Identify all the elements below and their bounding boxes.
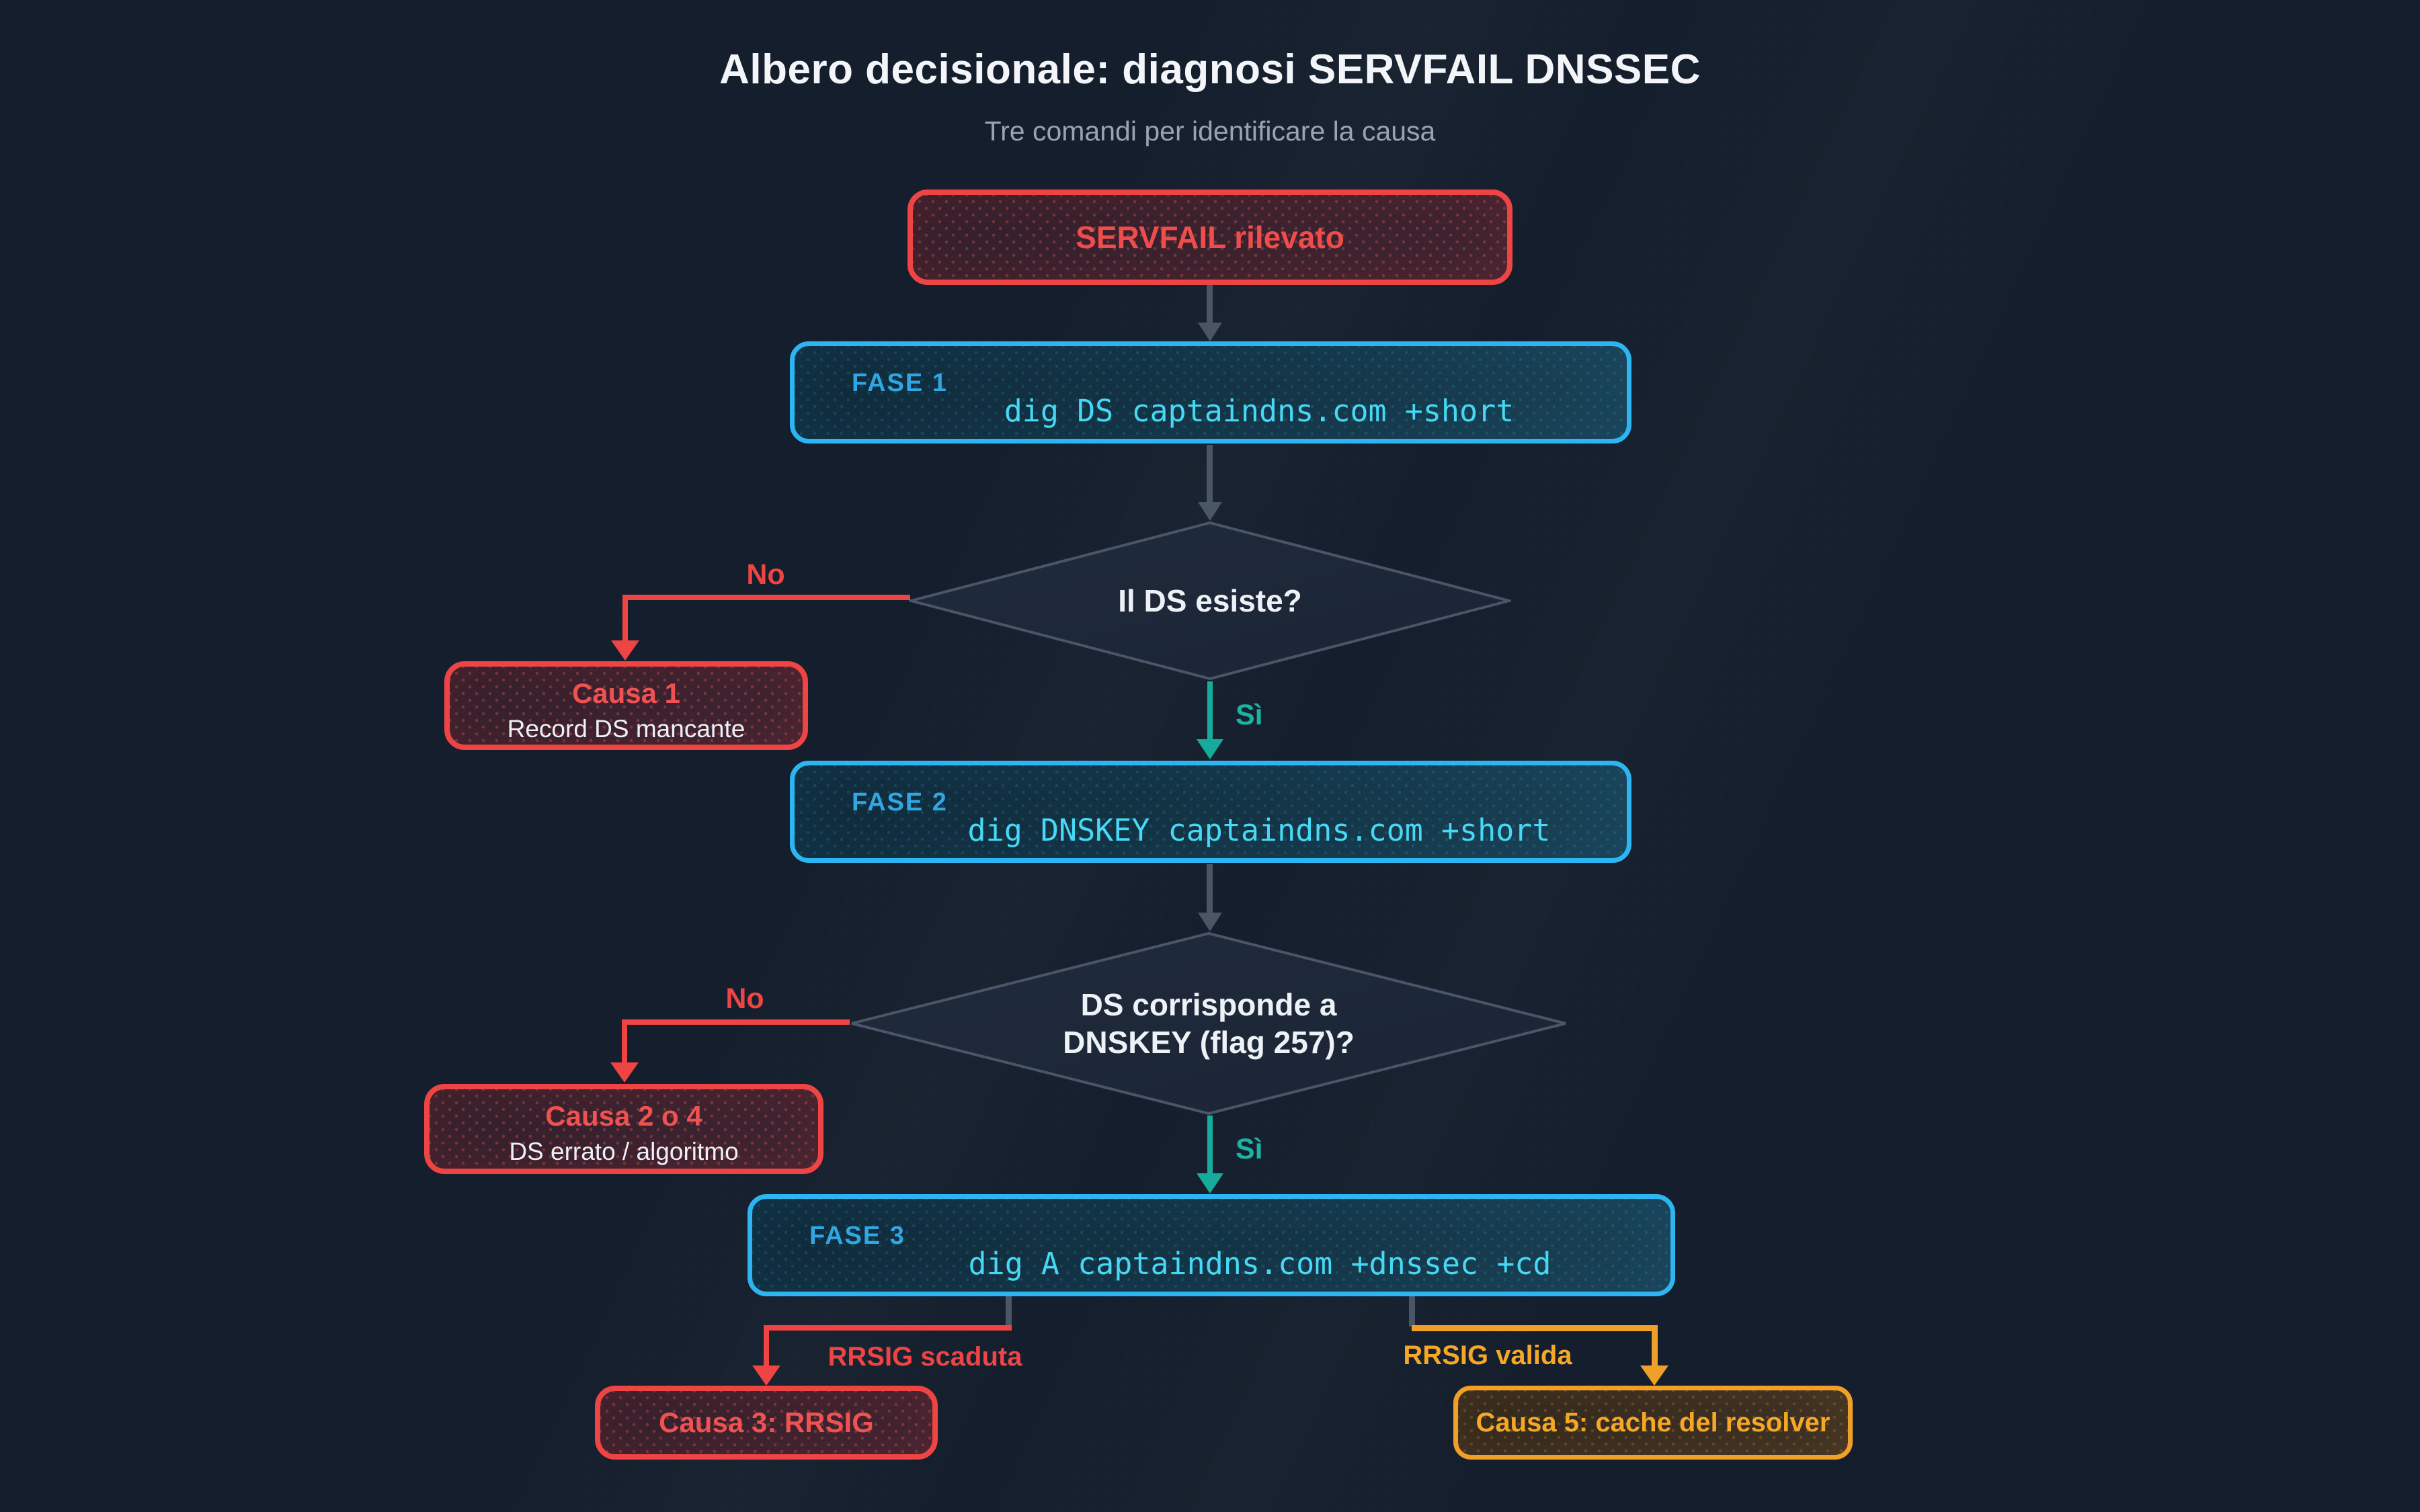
fase3-command: dig A captaindns.com +dnssec +cd [968, 1246, 1551, 1282]
arrowhead-no2 [610, 1062, 639, 1083]
node-causa2: Causa 2 o 4 DS errato / algoritmo [424, 1084, 823, 1174]
edge-label-rrsig-scaduta: RRSIG scaduta [828, 1342, 1022, 1372]
connector-fase3-left-stub [1006, 1296, 1012, 1327]
causa1-title: Causa 1 [571, 677, 681, 709]
fase3-label: FASE 3 [809, 1222, 905, 1250]
causa1-subtitle: Record DS mancante [507, 715, 745, 743]
decision2-line1: DS corrisponde a [1080, 987, 1337, 1022]
edge-rrsig-valida-hline [1412, 1325, 1658, 1331]
decision2-line2: DNSKEY (flag 257)? [1063, 1025, 1355, 1060]
fase2-command: dig DNSKEY captaindns.com +short [967, 812, 1551, 848]
edge-rrsig-scaduta-hline [764, 1325, 1012, 1331]
arrowhead-rrsig-scaduta [752, 1366, 780, 1386]
arrowhead-fase2-decision2 [1198, 913, 1222, 931]
page-subtitle: Tre comandi per identificare la causa [984, 116, 1436, 146]
node-causa5: Causa 5: cache del resolver [1453, 1386, 1853, 1460]
connector-start-fase1 [1207, 285, 1213, 324]
arrowhead-si1 [1197, 739, 1223, 759]
edge-no1-hline [625, 595, 910, 600]
decision1-question: Il DS esiste? [1118, 583, 1302, 618]
edge-no2-hline [624, 1019, 850, 1025]
causa5-title: Causa 5: cache del resolver [1476, 1407, 1830, 1437]
node-causa3: Causa 3: RRSIG [595, 1386, 938, 1460]
edge-no1-vline [622, 595, 628, 642]
edge-label-si2: Sì [1236, 1133, 1263, 1165]
arrowhead-no1 [611, 640, 639, 661]
node-causa1: Causa 1 Record DS mancante [444, 661, 808, 750]
decision-diamond-shape [851, 931, 1566, 1116]
page-title: Albero decisionale: diagnosi SERVFAIL DN… [719, 46, 1701, 93]
arrowhead-si2 [1197, 1173, 1223, 1193]
node-fase1: FASE 1 dig DS captaindns.com +short [790, 341, 1631, 444]
edge-label-si1: Sì [1236, 699, 1263, 731]
fase1-label: FASE 1 [852, 369, 948, 397]
connector-fase1-decision1 [1207, 445, 1213, 502]
arrowhead-rrsig-valida [1640, 1366, 1668, 1386]
node-fase3: FASE 3 dig A captaindns.com +dnssec +cd [748, 1194, 1675, 1296]
edge-label-rrsig-valida: RRSIG valida [1403, 1341, 1572, 1370]
connector-fase3-right-stub [1409, 1296, 1415, 1327]
edge-label-no2: No [725, 982, 764, 1015]
edge-si2-line [1207, 1116, 1213, 1175]
servfail-label: SERVFAIL rilevato [1076, 220, 1344, 255]
decision2-question: DS corrisponde a DNSKEY (flag 257)? [850, 931, 1568, 1116]
decision-diamond-shape [909, 521, 1511, 681]
arrowhead-start-fase1 [1198, 323, 1222, 341]
edge-label-no1: No [746, 558, 785, 591]
edge-no2-vline [622, 1019, 627, 1064]
fase1-command: dig DS captaindns.com +short [1004, 393, 1515, 429]
edge-si1-line [1207, 681, 1213, 741]
causa3-title: Causa 3: RRSIG [659, 1406, 874, 1438]
arrowhead-fase1-decision1 [1198, 502, 1222, 521]
connector-fase2-decision2 [1207, 864, 1213, 913]
causa2-subtitle: DS errato / algoritmo [509, 1138, 739, 1166]
node-fase2: FASE 2 dig DNSKEY captaindns.com +short [790, 761, 1631, 863]
edge-rrsig-valida-vline [1652, 1325, 1658, 1367]
causa2-title: Causa 2 o 4 [545, 1100, 702, 1132]
decision-ds-matches-dnskey: DS corrisponde a DNSKEY (flag 257)? [850, 931, 1568, 1116]
edge-rrsig-scaduta-vline [764, 1325, 769, 1367]
fase2-label: FASE 2 [852, 788, 948, 816]
node-servfail-start: SERVFAIL rilevato [908, 190, 1513, 285]
decision-ds-exists: Il DS esiste? [909, 521, 1511, 681]
